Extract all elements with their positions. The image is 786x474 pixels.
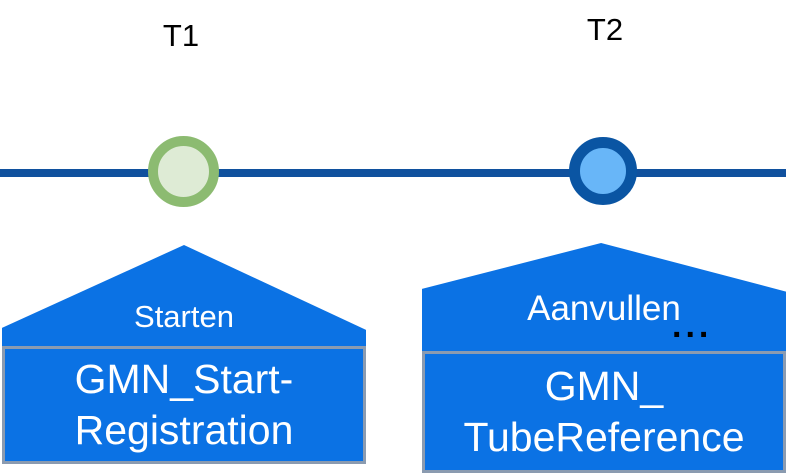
- event-arrow-aanvullen: Aanvullen: [422, 243, 786, 351]
- event-box-line: TubeReference: [463, 414, 745, 460]
- milestone-circle-t1: [148, 136, 219, 207]
- event-box-line: GMN_Start-: [74, 356, 294, 402]
- milestone-circle-t2: [569, 137, 637, 205]
- ellipsis-label: ...: [672, 307, 713, 345]
- timepoint-label-t1: T1: [162, 18, 200, 53]
- event-box-line: GMN_: [544, 363, 664, 409]
- event-arrow-label: Starten: [134, 299, 234, 334]
- event-box-tube-reference: GMN_ TubeReference: [422, 351, 786, 473]
- event-arrow-starten: Starten: [2, 245, 366, 346]
- timepoint-label-t2: T2: [586, 12, 624, 47]
- event-box-start-registration: GMN_Start- Registration: [2, 346, 366, 464]
- event-arrow-label: Aanvullen: [527, 289, 681, 328]
- event-box-line: Registration: [74, 407, 294, 453]
- timeline-line: [0, 169, 786, 177]
